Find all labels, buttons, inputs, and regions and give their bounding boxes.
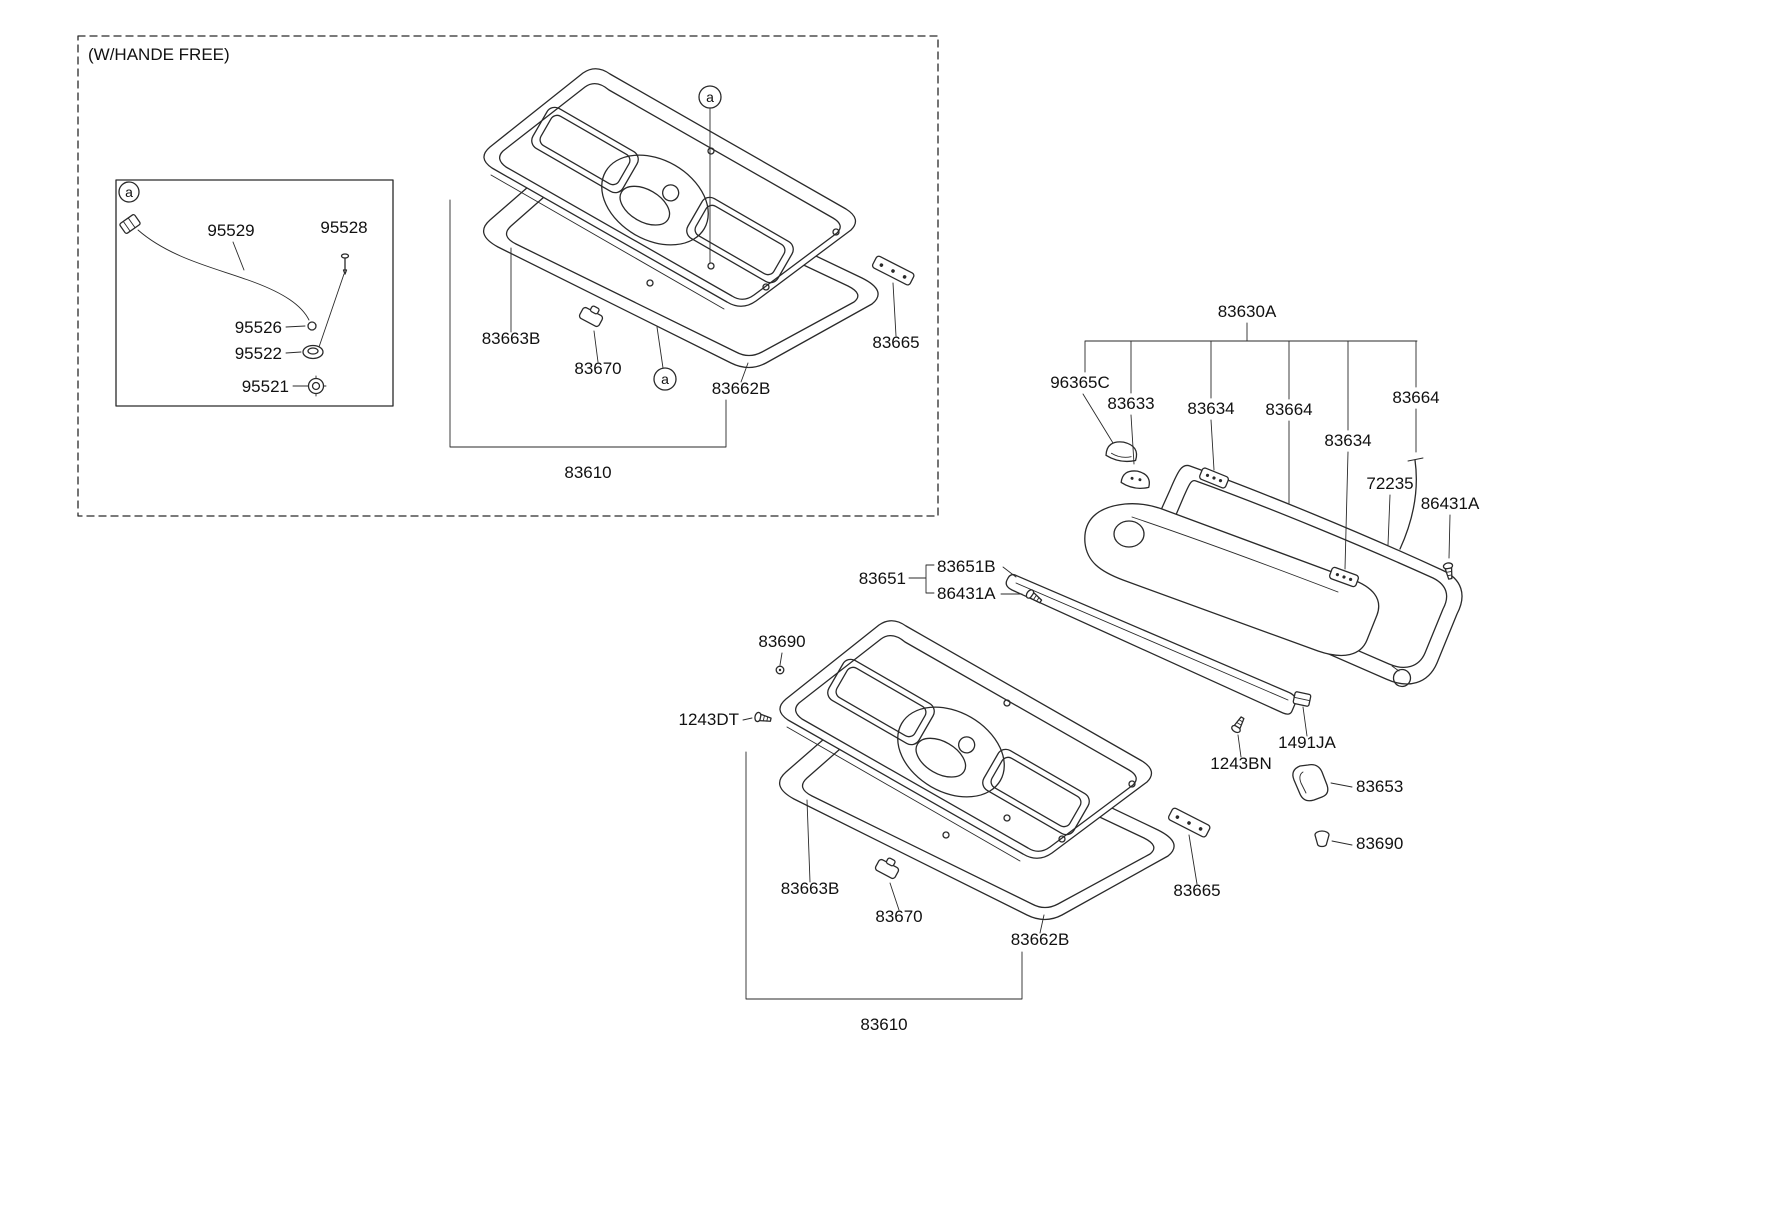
part-label-86431A: 86431A xyxy=(1421,494,1480,513)
part-label-83653: 83653 xyxy=(1356,777,1403,796)
part-label-83651B: 83651B xyxy=(937,557,996,576)
detail-marker-a: a xyxy=(125,184,133,200)
handsfree-title: (W/HANDE FREE) xyxy=(88,45,230,64)
handsfree-dashed-box xyxy=(77,35,939,517)
part-label-1243DT: 1243DT xyxy=(679,710,739,729)
weatherstrip-end-tip xyxy=(1407,457,1424,462)
part-label-83610: 83610 xyxy=(564,463,611,482)
screw-1243DT xyxy=(753,711,773,725)
part-label-95529: 95529 xyxy=(207,221,254,240)
screw-95528-part xyxy=(340,253,350,275)
part-label-83665: 83665 xyxy=(1173,881,1220,900)
leader-83651B xyxy=(1002,566,1017,578)
part-label-83690: 83690 xyxy=(758,632,805,651)
marker-a-seal: a xyxy=(661,371,669,387)
leader-1243BN xyxy=(1237,734,1242,758)
part-label-83665: 83665 xyxy=(872,333,919,352)
shelf-panel xyxy=(1084,503,1380,657)
leader-83665 xyxy=(892,282,897,337)
detail-box-frame xyxy=(115,179,394,407)
detail-marker-circle xyxy=(118,181,140,203)
mic-connector-part xyxy=(119,214,141,234)
leader-95526 xyxy=(285,325,306,328)
part-label-1243BN: 1243BN xyxy=(1210,754,1271,773)
nut-part xyxy=(305,375,327,397)
part-label-83662B: 83662B xyxy=(1011,930,1070,949)
part-label-95528: 95528 xyxy=(320,218,367,237)
part-label-83670: 83670 xyxy=(875,907,922,926)
package-tray-section: 83630A 96365C 83633 83634 83664 83634 83… xyxy=(679,302,1480,853)
trim-handsfree-callouts: a a 83663B 83670 83662B 83665 83610 xyxy=(449,85,920,482)
trim-assembly-standard xyxy=(778,620,1212,921)
part-label-83690: 83690 xyxy=(1356,834,1403,853)
part-label-83634: 83634 xyxy=(1324,431,1371,450)
leader-83665 xyxy=(1188,834,1198,885)
handsfree-section: (W/HANDE FREE) a xyxy=(77,35,939,517)
part-label-95526: 95526 xyxy=(235,318,282,337)
grommet-part xyxy=(302,344,324,360)
leader-83610-bracket xyxy=(449,199,727,448)
leader-95528 xyxy=(318,273,345,348)
part-label-86431A: 86431A xyxy=(937,584,996,603)
leader-86431A-right xyxy=(1448,514,1451,559)
cap-83690-part xyxy=(1314,830,1330,848)
part-label-72235: 72235 xyxy=(1366,474,1413,493)
clip-83634-part xyxy=(1328,566,1360,588)
clip-83634-part xyxy=(1199,467,1229,489)
part-label-83664: 83664 xyxy=(1265,400,1312,419)
part-label-83663B: 83663B xyxy=(781,879,840,898)
part-label-83610: 83610 xyxy=(860,1015,907,1034)
mic-cover-part xyxy=(1120,470,1150,489)
marker-a-panel: a xyxy=(706,89,714,105)
cable-ball-part xyxy=(307,321,317,331)
part-label-83634: 83634 xyxy=(1187,399,1234,418)
part-label-83651: 83651 xyxy=(859,569,906,588)
leader-83690-lower xyxy=(1331,840,1353,846)
leader-83610-bracket xyxy=(745,751,1023,1000)
standard-trim-section: 83663B 83670 83662B 83665 83610 xyxy=(745,620,1221,1034)
clip-1491JA-part xyxy=(1292,691,1312,707)
shelf-contour xyxy=(1131,516,1339,593)
trim-assembly-handsfree xyxy=(482,68,916,369)
leader-83670 xyxy=(889,882,900,911)
part-label-83662B: 83662B xyxy=(712,379,771,398)
part-label-83663B: 83663B xyxy=(482,329,541,348)
leader-95522 xyxy=(285,351,302,354)
weatherstrip-end xyxy=(1399,459,1417,550)
part-label-83664: 83664 xyxy=(1392,388,1439,407)
part-label-83670: 83670 xyxy=(574,359,621,378)
handsfree-detail-box: a xyxy=(115,179,394,407)
mic-cable-part xyxy=(137,229,310,321)
stud-83690-dot xyxy=(778,668,782,672)
mic-unit-part xyxy=(1105,441,1138,463)
leader-83662B xyxy=(1039,914,1045,934)
leader-83630A-bracket xyxy=(1084,322,1418,431)
part-label-95521: 95521 xyxy=(242,377,289,396)
leader-95529 xyxy=(232,241,245,271)
leader-1491JA xyxy=(1302,706,1308,737)
leader-72235 xyxy=(1387,494,1391,546)
part-label-83630A: 83630A xyxy=(1218,302,1277,321)
leader-83663B xyxy=(806,799,811,883)
marker-a-panel-circle xyxy=(698,85,722,109)
part-label-1491JA: 1491JA xyxy=(1278,733,1336,752)
part-label-96365C: 96365C xyxy=(1050,373,1110,392)
part-label-83633: 83633 xyxy=(1107,394,1154,413)
screw-1243BN xyxy=(1229,714,1248,735)
leader-83662B xyxy=(740,362,749,383)
leader-83690-upper xyxy=(779,652,783,666)
leaders-to-parts xyxy=(1082,393,1417,570)
leader-83651-bracket xyxy=(908,564,935,594)
rail-strip-inner-line xyxy=(1015,582,1289,701)
leader-marker-a-seal xyxy=(656,326,664,369)
shelf-hole xyxy=(1113,520,1145,548)
frame-hook-ring xyxy=(1392,668,1412,688)
leader-1243DT xyxy=(742,717,753,721)
part-label-95522: 95522 xyxy=(235,344,282,363)
leader-83653 xyxy=(1330,782,1353,788)
hook-83653-part xyxy=(1292,764,1329,802)
leader-83670 xyxy=(593,330,599,363)
marker-a-seal-circle xyxy=(653,367,677,391)
